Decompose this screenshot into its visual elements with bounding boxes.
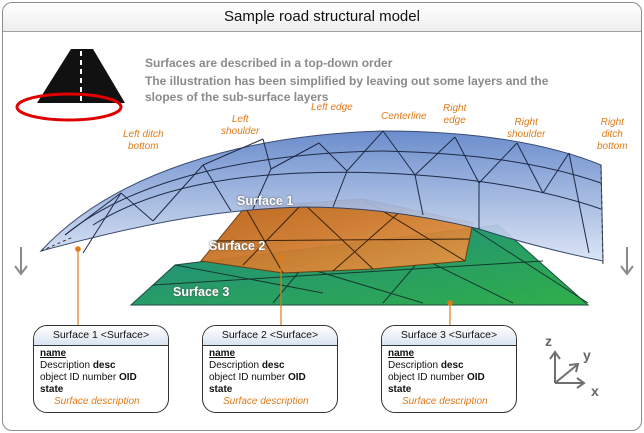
surface-description: Surface description bbox=[54, 396, 140, 407]
class-header: Surface 2 <Surface> bbox=[203, 326, 337, 346]
title-bar: Sample road structural model bbox=[3, 3, 641, 32]
road-model-illustration bbox=[14, 49, 634, 389]
attr-oid: object ID number OID bbox=[209, 372, 306, 383]
label-centerline: Centerline bbox=[381, 111, 427, 122]
note-line-3: slopes of the sub-surface layers bbox=[145, 90, 329, 104]
attr-oid: object ID number OID bbox=[388, 372, 485, 383]
surface-description: Surface description bbox=[223, 396, 309, 407]
road-icon bbox=[15, 49, 125, 122]
surface-description: Surface description bbox=[402, 396, 488, 407]
attr-oid: object ID number OID bbox=[40, 372, 137, 383]
down-arrow-icon bbox=[620, 247, 634, 276]
axis-label-x: x bbox=[591, 383, 599, 399]
axis-label-z: z bbox=[545, 333, 552, 349]
xyz-axes bbox=[549, 350, 586, 389]
surface-1-class-box: Surface 1 <Surface> name Description des… bbox=[33, 325, 169, 413]
surface-1-label: Surface 1 bbox=[237, 194, 294, 208]
attr-state: state bbox=[40, 384, 64, 395]
attr-desc: Description desc bbox=[388, 360, 464, 371]
note-line-2: The illustration has been simplified by … bbox=[145, 74, 549, 88]
surface-2-label: Surface 2 bbox=[209, 239, 266, 253]
note-line-1: Surfaces are described in a top-down ord… bbox=[145, 56, 393, 70]
attr-desc: Description desc bbox=[209, 360, 285, 371]
down-arrow-icon bbox=[14, 247, 28, 276]
connector-lines bbox=[75, 246, 453, 327]
diagram-title: Sample road structural model bbox=[224, 8, 420, 25]
surface-3-label: Surface 3 bbox=[173, 285, 230, 299]
attr-name: name bbox=[209, 348, 236, 359]
class-header: Surface 3 <Surface> bbox=[382, 326, 516, 346]
attr-state: state bbox=[388, 384, 412, 395]
class-header: Surface 1 <Surface> bbox=[34, 326, 168, 346]
surface-1-mesh bbox=[39, 130, 604, 266]
attr-state: state bbox=[209, 384, 233, 395]
attr-name: name bbox=[40, 348, 67, 359]
axis-label-y: y bbox=[583, 347, 591, 363]
surface-2-class-box: Surface 2 <Surface> name Description des… bbox=[202, 325, 338, 413]
attr-desc: Description desc bbox=[40, 360, 116, 371]
surface-2-mesh bbox=[200, 198, 474, 274]
surface-3-class-box: Surface 3 <Surface> name Description des… bbox=[381, 325, 517, 413]
label-left-edge: Left edge bbox=[311, 102, 353, 113]
attr-name: name bbox=[388, 348, 415, 359]
